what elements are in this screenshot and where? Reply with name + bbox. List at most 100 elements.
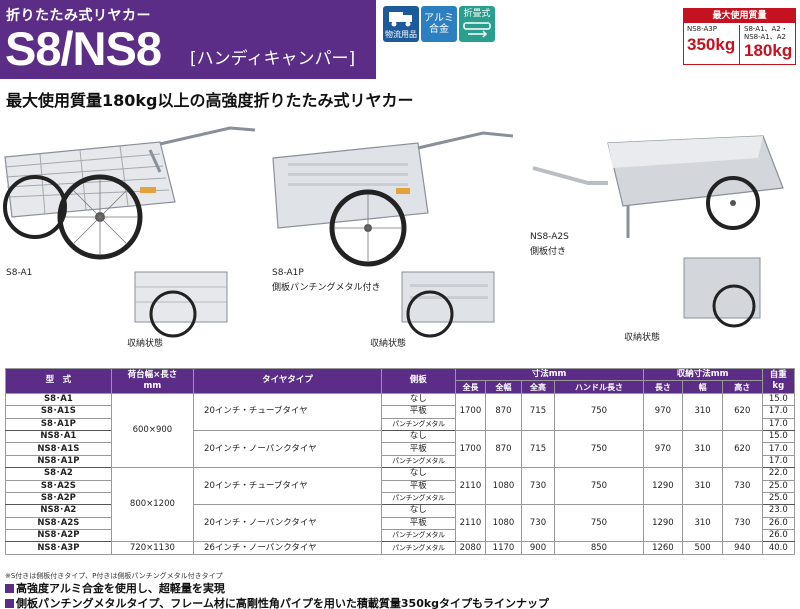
row-stored-height: 730: [721, 467, 763, 506]
row-stored-width: 310: [682, 392, 723, 431]
row-side: 平板: [381, 479, 456, 493]
aluminum-label-1: アルミ: [424, 13, 454, 24]
row-total-height: 900: [520, 541, 556, 555]
caption-s8-a1p-sub: 側板パンチングメタル付き: [272, 283, 381, 293]
row-tire: 20インチ・チューブタイヤ: [193, 392, 383, 431]
row-stored-height: 940: [721, 541, 763, 555]
col-stored-dims: 収納寸法mm: [642, 367, 763, 382]
col-stored-length: 長さ: [642, 380, 684, 394]
row-side: 平板: [381, 405, 456, 419]
product-nickname: [ハンディキャンパー]: [190, 49, 356, 69]
aluminum-label-2: 合金: [429, 24, 449, 35]
row-weight: 23.0: [761, 504, 796, 518]
feature-bullet-2: 側板パンチングメタルタイプ、フレーム材に高剛性角パイプを用いた積載質量350kg…: [5, 595, 549, 609]
row-stored-height: 620: [721, 392, 763, 431]
row-side: パンチングメタル: [381, 491, 456, 506]
row-weight: 17.0: [761, 454, 796, 469]
table-row: NS8･A2 20インチ・ノーパンクタイヤ なし 2110 1080 730 7…: [5, 504, 796, 543]
row-side: パンチングメタル: [381, 529, 456, 543]
row-handle: 750: [554, 392, 644, 431]
bullet-square-icon: [5, 584, 14, 593]
table-row: NS8･A3P 720×1130 26インチ・ノーパンクタイヤ パンチングメタル…: [5, 541, 796, 555]
row-model: NS8･A2S: [5, 516, 112, 531]
col-total-height: 全高: [520, 380, 556, 394]
row-stored-width: 500: [682, 541, 723, 555]
table-row: NS8･A2P パンチングメタル 26.0: [5, 529, 796, 543]
row-stored-length: 970: [642, 429, 684, 469]
row-tire: 26インチ・ノーパンクタイヤ: [193, 541, 383, 555]
headline: 最大使用質量180kg以上の高強度折りたたみ式リヤカー: [6, 91, 414, 110]
s8-a1p-stored-image: [401, 271, 495, 338]
row-weight: 22.0: [761, 467, 796, 481]
row-total-length: 1700: [454, 429, 487, 469]
ns8-a2s-stored-image: [683, 257, 761, 328]
caption-ns8-a2s-sub: 側板付き: [530, 247, 567, 257]
row-side: パンチングメタル: [381, 454, 456, 469]
caption-s8-a1p: S8-A1P: [272, 268, 304, 278]
caption-stored-2: 収納状態: [370, 339, 407, 349]
col-tire: タイヤタイプ: [193, 368, 383, 394]
heavy-model-label: NS8-A3P: [687, 25, 717, 33]
row-tire: 20インチ・ノーパンクタイヤ: [193, 504, 383, 543]
row-side: なし: [381, 504, 456, 518]
row-total-width: 1080: [485, 467, 522, 506]
row-model: S8･A2S: [5, 479, 112, 493]
table-row: S8･A2P パンチングメタル 25.0: [5, 491, 796, 506]
row-side: なし: [381, 392, 456, 407]
row-model: NS8･A1: [5, 429, 112, 444]
s8-a1p-cart-image: [272, 131, 514, 267]
logistics-label: 物流用品: [385, 30, 417, 39]
row-stored-height: 730: [721, 504, 763, 543]
row-total-height: 730: [520, 467, 556, 506]
row-total-width: 1170: [485, 541, 522, 555]
logistics-icon: 物流用品: [383, 6, 419, 42]
row-stored-length: 1290: [642, 467, 684, 506]
row-model: NS8･A2P: [5, 529, 112, 543]
row-model: NS8･A2: [5, 504, 112, 518]
table-row: NS8･A2S 平板 26.0: [5, 516, 796, 531]
row-stored-width: 310: [682, 504, 723, 543]
row-stored-height: 620: [721, 429, 763, 469]
table-row: S8･A2 800×1200 20インチ・チューブタイヤ なし 2110 108…: [5, 467, 796, 543]
folding-icon: 折畳式: [459, 6, 495, 42]
row-tire: 20インチ・チューブタイヤ: [193, 467, 383, 506]
row-total-width: 870: [485, 392, 522, 431]
row-model: S8･A1P: [5, 417, 112, 431]
col-weight-label: 自重: [769, 369, 787, 380]
row-bed: 720×1130: [110, 541, 195, 555]
row-handle: 850: [554, 541, 644, 555]
fold-arrow-icon: [463, 22, 491, 38]
row-stored-length: 1290: [642, 504, 684, 543]
feature-bullet-1-text: 高強度アルミ合金を使用し、超軽量を実現: [16, 582, 225, 595]
row-weight: 26.0: [761, 516, 796, 531]
row-side: なし: [381, 429, 456, 444]
row-total-length: 2110: [454, 504, 487, 543]
aluminum-icon: アルミ 合金: [421, 6, 457, 42]
row-weight: 17.0: [761, 417, 796, 431]
feature-bullet-2-text: 側板パンチングメタルタイプ、フレーム材に高剛性角パイプを用いた積載質量350kg…: [16, 597, 550, 609]
row-total-height: 715: [520, 392, 556, 431]
col-total-width: 全幅: [485, 380, 522, 394]
row-handle: 750: [554, 504, 644, 543]
row-stored-width: 310: [682, 467, 723, 506]
row-model: NS8･A3P: [5, 541, 112, 555]
col-bed-unit: mm: [143, 380, 162, 391]
row-total-length: 2080: [454, 541, 487, 555]
s8-a1-stored-image: [134, 271, 228, 338]
truck-icon: [389, 12, 412, 27]
row-total-width: 1080: [485, 504, 522, 543]
max-load-box: 最大使用質量 NS8-A3P 350kg S8-A1、A2・ NS8-A1、A2…: [683, 8, 796, 65]
caption-ns8-a2s: NS8-A2S: [530, 232, 569, 242]
heavy-weight: 350kg: [687, 35, 736, 54]
row-total-height: 730: [520, 504, 556, 543]
row-handle: 750: [554, 429, 644, 469]
table-row: S8･A1P パンチングメタル 17.0: [5, 417, 796, 431]
col-side: 側板: [381, 368, 456, 394]
standard-model-label-2: NS8-A1、A2: [744, 33, 786, 41]
max-load-title: 最大使用質量: [684, 9, 795, 23]
product-subtitle: 折りたたみ式リヤカー: [6, 8, 151, 24]
max-load-heavy: NS8-A3P 350kg: [684, 25, 740, 64]
row-side: 平板: [381, 516, 456, 531]
